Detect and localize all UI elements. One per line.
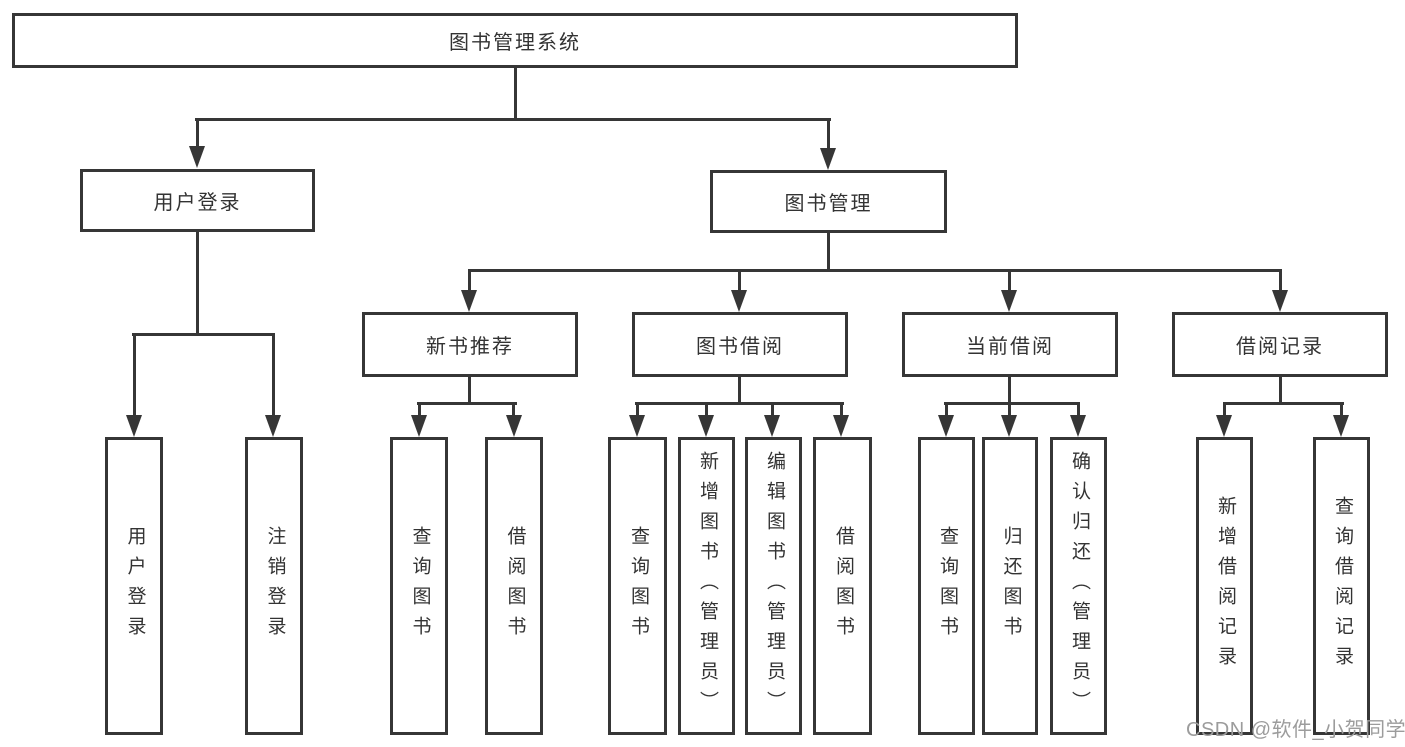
leaf-query-books-recommend: 查询图书 (390, 437, 448, 735)
leaf-query-books-recommend-label: 查询图书 (409, 526, 431, 646)
connector-line (512, 402, 515, 415)
arrow-down-icon (126, 415, 142, 437)
node-new-book-recommendation: 新书推荐 (362, 312, 578, 377)
connector-line (1008, 377, 1011, 405)
connector-line (196, 118, 199, 146)
arrow-down-icon (1272, 290, 1288, 312)
node-book-borrowing: 图书借阅 (632, 312, 848, 377)
connector-line (636, 402, 639, 415)
arrow-down-icon (506, 415, 522, 437)
leaf-query-books-borrow-label: 查询图书 (627, 526, 649, 646)
leaf-edit-book-admin-label: 编辑图书（管理员） (763, 451, 785, 721)
leaf-query-books-current: 查询图书 (918, 437, 975, 735)
connector-line (738, 377, 741, 405)
arrow-down-icon (411, 415, 427, 437)
connector-line (944, 402, 1080, 405)
connector-line (132, 333, 275, 336)
node-current-borrowing: 当前借阅 (902, 312, 1118, 377)
leaf-confirm-return-admin: 确认归还（管理员） (1050, 437, 1107, 735)
arrow-down-icon (1070, 415, 1086, 437)
node-library-system: 图书管理系统 (12, 13, 1018, 68)
leaf-query-borrow-record-label: 查询借阅记录 (1331, 496, 1353, 676)
arrow-down-icon (1216, 415, 1232, 437)
leaf-confirm-return-admin-label: 确认归还（管理员） (1068, 451, 1090, 721)
arrow-down-icon (698, 415, 714, 437)
leaf-query-books-borrow: 查询图书 (608, 437, 667, 735)
connector-line (418, 402, 421, 415)
arrow-down-icon (764, 415, 780, 437)
connector-line (1279, 377, 1282, 405)
leaf-logout: 注销登录 (245, 437, 303, 735)
arrow-down-icon (1333, 415, 1349, 437)
leaf-user-login: 用户登录 (105, 437, 163, 735)
leaf-query-books-current-label: 查询图书 (936, 526, 958, 646)
arrow-down-icon (1001, 415, 1017, 437)
connector-line (705, 402, 708, 415)
node-user-login: 用户登录 (80, 169, 315, 232)
leaf-query-borrow-record: 查询借阅记录 (1313, 437, 1370, 735)
arrow-down-icon (938, 415, 954, 437)
arrow-down-icon (731, 290, 747, 312)
leaf-edit-book-admin: 编辑图书（管理员） (745, 437, 802, 735)
leaf-borrow-books-recommend-label: 借阅图书 (504, 526, 526, 646)
connector-line (738, 269, 741, 290)
connector-line (417, 402, 517, 405)
leaf-add-borrow-record-label: 新增借阅记录 (1214, 496, 1236, 676)
connector-line (468, 377, 471, 405)
connector-line (272, 333, 275, 415)
leaf-borrow-books-borrow-label: 借阅图书 (832, 526, 854, 646)
connector-line (1008, 402, 1011, 415)
node-borrowing-records: 借阅记录 (1172, 312, 1388, 377)
connector-line (1077, 402, 1080, 415)
leaf-user-login-label: 用户登录 (124, 526, 146, 646)
connector-line (945, 402, 948, 415)
csdn-watermark: CSDN @软件_小贺同学 (1186, 719, 1405, 741)
leaf-add-book-admin: 新增图书（管理员） (678, 437, 735, 735)
arrow-down-icon (629, 415, 645, 437)
arrow-down-icon (820, 148, 836, 170)
leaf-add-book-admin-label: 新增图书（管理员） (696, 451, 718, 721)
connector-line (1223, 402, 1344, 405)
arrow-down-icon (189, 146, 205, 168)
arrow-down-icon (833, 415, 849, 437)
leaf-logout-label: 注销登录 (264, 526, 286, 646)
connector-line (1340, 402, 1343, 415)
connector-line (1008, 269, 1011, 290)
connector-line (514, 68, 517, 121)
connector-line (133, 333, 136, 415)
connector-line (635, 402, 844, 405)
leaf-return-book-label: 归还图书 (1000, 526, 1022, 646)
connector-line (840, 402, 843, 415)
node-book-management: 图书管理 (710, 170, 947, 233)
connector-line (468, 269, 471, 290)
connector-line (827, 233, 830, 272)
connector-line (468, 269, 1282, 272)
arrow-down-icon (461, 290, 477, 312)
arrow-down-icon (1001, 290, 1017, 312)
leaf-add-borrow-record: 新增借阅记录 (1196, 437, 1253, 735)
connector-line (1223, 402, 1226, 415)
connector-line (1279, 269, 1282, 290)
connector-line (827, 118, 830, 148)
leaf-return-book: 归还图书 (982, 437, 1038, 735)
connector-line (195, 118, 831, 121)
arrow-down-icon (265, 415, 281, 437)
leaf-borrow-books-borrow: 借阅图书 (813, 437, 872, 735)
connector-line (771, 402, 774, 415)
connector-line (196, 232, 199, 336)
leaf-borrow-books-recommend: 借阅图书 (485, 437, 543, 735)
